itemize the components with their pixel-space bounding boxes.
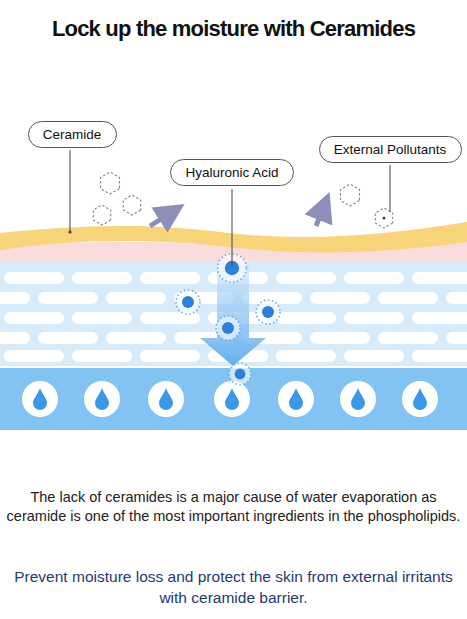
callout-label: Hyaluronic Acid bbox=[185, 165, 278, 180]
cell-brick bbox=[344, 350, 404, 362]
cell-brick bbox=[0, 332, 30, 344]
cell-brick bbox=[38, 332, 98, 344]
cell-brick bbox=[140, 312, 200, 324]
brick-layer bbox=[0, 258, 467, 366]
ha-halo bbox=[216, 316, 240, 340]
callout-label: External Pollutants bbox=[334, 142, 447, 157]
callout-label: Ceramide bbox=[43, 127, 102, 142]
cell-brick bbox=[378, 292, 438, 304]
cell-brick bbox=[276, 272, 336, 284]
cell-brick bbox=[344, 272, 404, 284]
leader-line bbox=[232, 189, 233, 266]
cell-brick bbox=[412, 272, 467, 284]
pollutant-hexagon bbox=[341, 184, 360, 206]
water-drop bbox=[413, 388, 427, 410]
cell-brick bbox=[140, 350, 200, 362]
pollutant-hexagon bbox=[101, 172, 120, 194]
ha-halo bbox=[229, 363, 251, 385]
water-drop bbox=[159, 388, 173, 410]
evaporation-arrow bbox=[150, 212, 172, 226]
pollutant-dot bbox=[383, 217, 386, 220]
cell-brick bbox=[38, 292, 98, 304]
cell-brick bbox=[140, 272, 200, 284]
water-circle bbox=[278, 381, 314, 417]
cell-brick bbox=[310, 332, 370, 344]
cell-brick bbox=[412, 312, 467, 324]
cell-brick bbox=[276, 312, 336, 324]
highlight-text: Prevent moisture loss and protect the sk… bbox=[6, 566, 461, 608]
body-text: The lack of ceramides is a major cause o… bbox=[6, 488, 461, 526]
water-circle bbox=[148, 381, 184, 417]
pollutant-hexagon bbox=[93, 205, 110, 225]
cell-brick bbox=[72, 272, 132, 284]
ha-molecule bbox=[182, 296, 194, 308]
water-drop bbox=[351, 388, 365, 410]
water-drop bbox=[289, 388, 303, 410]
cell-brick bbox=[106, 292, 166, 304]
ha-molecule bbox=[222, 322, 234, 334]
cell-brick bbox=[446, 332, 467, 344]
cell-brick bbox=[0, 292, 30, 304]
leader-dot bbox=[68, 230, 71, 233]
cell-brick bbox=[72, 312, 132, 324]
water-circle bbox=[84, 381, 120, 417]
water-circle bbox=[214, 381, 250, 417]
ha-halo bbox=[256, 300, 280, 324]
callout-pill: Hyaluronic Acid bbox=[170, 159, 294, 186]
water-circle bbox=[402, 381, 438, 417]
ha-molecule bbox=[235, 369, 246, 380]
cell-brick bbox=[4, 312, 64, 324]
leader-line bbox=[70, 150, 71, 231]
callout-pill: External Pollutants bbox=[319, 136, 462, 163]
cell-brick bbox=[72, 350, 132, 362]
cell-brick bbox=[4, 350, 64, 362]
cell-brick bbox=[4, 272, 64, 284]
blocked-arrow bbox=[316, 206, 324, 226]
water-circle bbox=[340, 381, 376, 417]
water-drop bbox=[33, 388, 47, 410]
pollutant-hexagon bbox=[123, 195, 140, 215]
ha-molecule bbox=[262, 306, 274, 318]
cell-brick bbox=[378, 332, 438, 344]
title: Lock up the moisture with Ceramides bbox=[0, 16, 467, 42]
cell-brick bbox=[106, 332, 166, 344]
ha-halo bbox=[176, 290, 200, 314]
cell-brick bbox=[344, 312, 404, 324]
callout-pill: Ceramide bbox=[28, 121, 117, 148]
water-drop bbox=[225, 388, 239, 410]
cell-brick bbox=[446, 292, 467, 304]
water-drop bbox=[95, 388, 109, 410]
cell-brick bbox=[276, 350, 336, 362]
water-circle bbox=[22, 381, 58, 417]
cell-brick bbox=[412, 350, 467, 362]
leader-line bbox=[390, 165, 391, 212]
cell-brick bbox=[310, 292, 370, 304]
